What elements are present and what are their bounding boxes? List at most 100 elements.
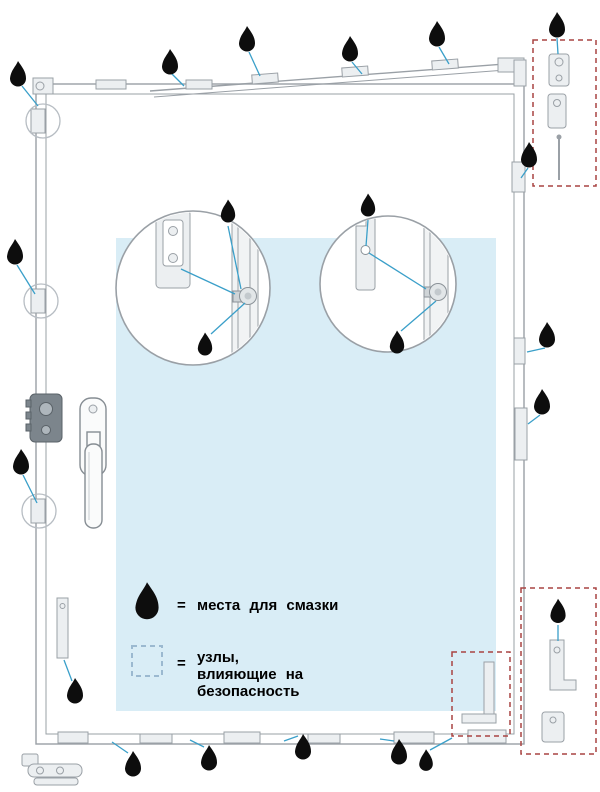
legend-safety-square-icon	[131, 645, 163, 677]
bottom-edge-fitting	[307, 733, 341, 744]
corner-hinge-screw	[36, 766, 44, 775]
safety-box-bottom-right	[520, 587, 597, 755]
callout-line	[351, 61, 363, 75]
legend-equals-safety: =	[177, 655, 186, 672]
legend-safety-line-1: узлы,	[197, 649, 239, 666]
bracket-vertical	[483, 661, 495, 719]
safety-box-top-right	[532, 39, 597, 187]
top-edge-fitting	[185, 79, 213, 90]
stay-arm-fitting	[341, 65, 369, 78]
callout-line	[526, 347, 546, 353]
stay-arm-fitting-rect	[251, 72, 279, 85]
lock-point-circle	[21, 493, 57, 529]
callout-lines-group	[16, 37, 559, 754]
legend-droplet-icon	[135, 582, 159, 620]
bottom-edge-fitting	[223, 731, 261, 744]
droplets-group	[7, 12, 566, 777]
callout-line	[111, 741, 129, 754]
lubrication-droplet-icon	[201, 745, 217, 771]
keep-plate-screw	[168, 253, 178, 263]
lubrication-droplet-icon	[220, 199, 236, 223]
lock-point-circle	[25, 103, 61, 139]
hinge-part-lower	[547, 93, 567, 129]
legend-lubrication-label: места для смазки	[197, 597, 338, 614]
lubrication-droplet-icon	[342, 36, 358, 62]
callout-line	[283, 735, 299, 742]
bottom-edge-fitting	[139, 733, 173, 744]
lubrication-droplet-icon	[549, 12, 565, 38]
bracket-foot	[461, 713, 497, 724]
corner-hinge-screw	[56, 766, 64, 775]
keep-plate-slot	[162, 219, 184, 267]
stay-arm-fitting	[251, 72, 279, 85]
lubrication-droplet-icon	[419, 749, 433, 771]
callout-line	[429, 737, 453, 751]
corner-bracket-hole	[553, 646, 561, 654]
locking-keep	[30, 498, 46, 524]
lock-point-circle	[23, 283, 59, 319]
lubrication-droplet-icon	[429, 21, 445, 47]
striker-plate-hole	[360, 245, 371, 255]
keep-part	[541, 711, 565, 743]
gearbox-spindle	[39, 402, 53, 416]
detail-left-content	[155, 212, 259, 364]
safety-box-border	[532, 39, 597, 187]
callout-line	[520, 167, 529, 179]
callout-line	[180, 268, 236, 295]
lubrication-droplet-icon	[539, 322, 555, 348]
lubrication-droplet-icon	[239, 26, 255, 52]
mushroom-cam-center	[434, 288, 442, 296]
gearbox-tooth	[25, 399, 32, 408]
callout-line	[63, 659, 73, 682]
callout-line	[365, 219, 369, 247]
keep-part-hole	[549, 716, 557, 724]
hinge-part-hole	[555, 74, 563, 82]
corner-fitting-top-right-2	[513, 59, 527, 87]
stay-arm-fitting	[431, 58, 459, 71]
stay-arm-line-2	[153, 68, 519, 98]
lubrication-droplet-icon	[197, 332, 213, 356]
callout-line	[189, 739, 205, 748]
lubrication-droplet-icon	[125, 751, 141, 777]
corner-hinge-bottom-left	[21, 753, 83, 786]
legend-equals-lubrication: =	[177, 597, 186, 614]
gearbox-screw	[41, 425, 51, 435]
safety-box-border	[520, 587, 597, 755]
stay-arm-fitting-rect	[341, 65, 369, 78]
lubrication-droplet-icon	[360, 193, 376, 217]
left-lower-fitting	[56, 597, 69, 659]
callout-line	[171, 73, 185, 87]
legend-safety-line-2: влияющие на	[197, 666, 304, 683]
callout-line	[21, 85, 39, 107]
callout-line	[248, 51, 261, 77]
callout-line	[368, 252, 427, 290]
handle-screw-top	[88, 404, 98, 414]
gearbox-tooth	[25, 423, 32, 432]
callout-line	[527, 414, 541, 425]
gearbox-unit	[25, 393, 63, 443]
callout-line	[556, 37, 559, 55]
legend-safety-line-3: безопасность	[197, 683, 300, 700]
hinge-part-hole	[553, 99, 561, 107]
legend: = места для смазки = узлы, влияющие на б…	[131, 582, 338, 700]
top-edge-fitting	[95, 79, 127, 90]
lubrication-droplet-icon	[550, 598, 566, 623]
lubrication-droplet-icon	[391, 739, 407, 765]
callout-line	[400, 300, 437, 332]
locking-keep	[30, 108, 46, 134]
lubrication-droplet-icon	[13, 449, 29, 475]
callout-line	[16, 264, 36, 295]
right-edge-fitting	[513, 337, 526, 365]
corner-bracket	[549, 639, 577, 691]
window-handle	[79, 397, 107, 529]
keep-plate-screw	[168, 226, 178, 236]
lubrication-droplet-icon	[162, 49, 178, 75]
callout-line	[379, 738, 395, 742]
hinge-part-upper	[548, 53, 570, 87]
gearbox-tooth	[25, 411, 32, 420]
window-frame-outline	[21, 57, 528, 745]
handle-grip	[84, 443, 103, 529]
lubrication-droplet-icon	[67, 678, 83, 704]
